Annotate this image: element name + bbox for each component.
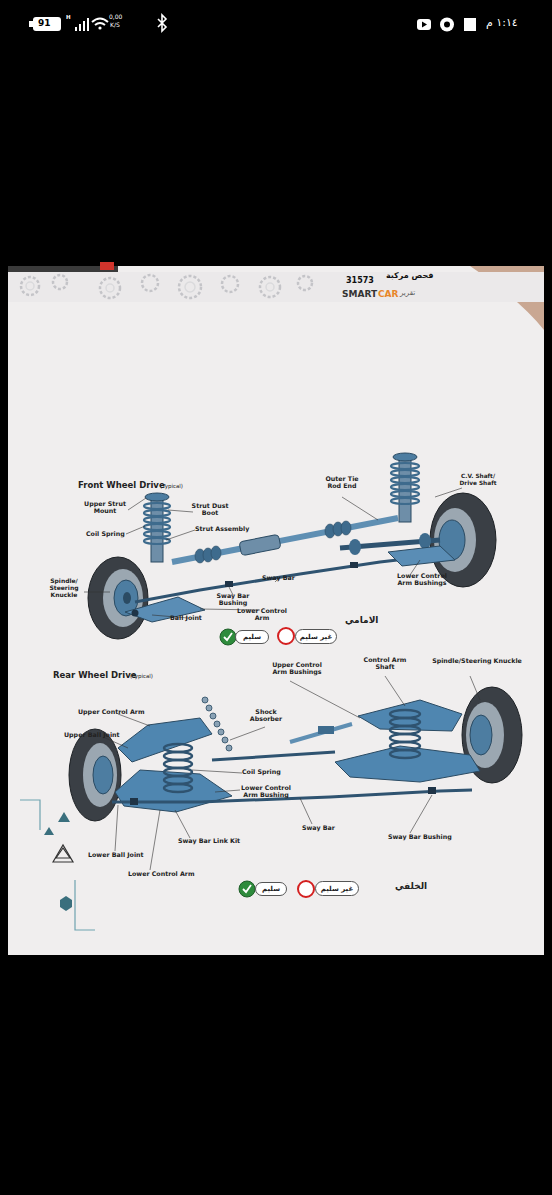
part-label: Front Wheel Drive <box>78 481 165 491</box>
part-label: (Typical) <box>160 483 183 489</box>
status-pill: غير سليم <box>295 629 337 644</box>
part-label: Sway Bar Link Kit <box>178 837 240 844</box>
part-label: Sway Bar Bushing <box>388 833 452 840</box>
part-label: 31573 <box>346 276 374 285</box>
part-label: (Typical) <box>130 673 153 679</box>
part-label: Rear Wheel Drive <box>53 671 137 681</box>
part-label: Outer Tie Rod End <box>320 475 364 489</box>
part-label: Strut Dust Boot <box>190 502 230 516</box>
part-label: فحص مركبة <box>386 271 433 280</box>
part-label: Lower Ball Joint <box>88 851 144 858</box>
part-label: K/S <box>110 22 120 29</box>
status-text: غير سليم <box>321 885 354 893</box>
part-label: Lower Control Arm Bushings <box>392 572 452 586</box>
status-pill: غير سليم <box>315 881 359 896</box>
part-label: Control Arm Shaft <box>362 656 408 670</box>
status-text: غير سليم <box>300 633 333 641</box>
part-label: SMART <box>342 289 377 299</box>
part-label: Lower Control Arm <box>236 607 288 621</box>
part-label: Ball Joint <box>170 614 202 621</box>
part-label: Upper Ball Joint <box>64 731 120 738</box>
part-label: 91 <box>38 18 51 28</box>
part-label: CAR <box>378 289 399 299</box>
part-label: Spindle/ Steering Knuckle <box>44 578 84 599</box>
status-text: سليم <box>262 885 280 893</box>
status-pill: سليم <box>235 630 269 644</box>
part-label: Upper Strut Mount <box>82 500 128 514</box>
part-label: Coil Spring <box>86 530 125 537</box>
status-text: سليم <box>243 633 261 641</box>
part-label: 0,00 <box>109 14 122 21</box>
part-label: Strut Assembly <box>195 525 249 532</box>
status-pill: سليم <box>255 882 287 896</box>
part-label: Shock Absorber <box>245 708 287 722</box>
part-label: Sway Bar <box>302 824 335 831</box>
part-label: Upper Control Arm Bushings <box>264 661 330 675</box>
part-label: Sway Bar Bushing <box>214 592 252 606</box>
part-label: C.V. Shaft/ Drive Shaft <box>452 473 504 486</box>
part-label: Sway Bar <box>262 574 295 581</box>
part-label: Upper Control Arm <box>78 708 144 715</box>
part-label: تقرير <box>400 289 415 297</box>
part-label: الامامي <box>345 615 378 625</box>
part-label: الخلفي <box>395 881 427 891</box>
part-label: ١:١٤ م <box>486 17 518 30</box>
part-label: Coil Spring <box>242 768 281 775</box>
part-label: Spindle/Steering Knuckle <box>430 657 524 664</box>
part-label: Lower Control Arm <box>128 870 195 877</box>
part-label: Lower Control Arm Bushing <box>236 784 296 798</box>
part-label: H <box>66 14 71 20</box>
